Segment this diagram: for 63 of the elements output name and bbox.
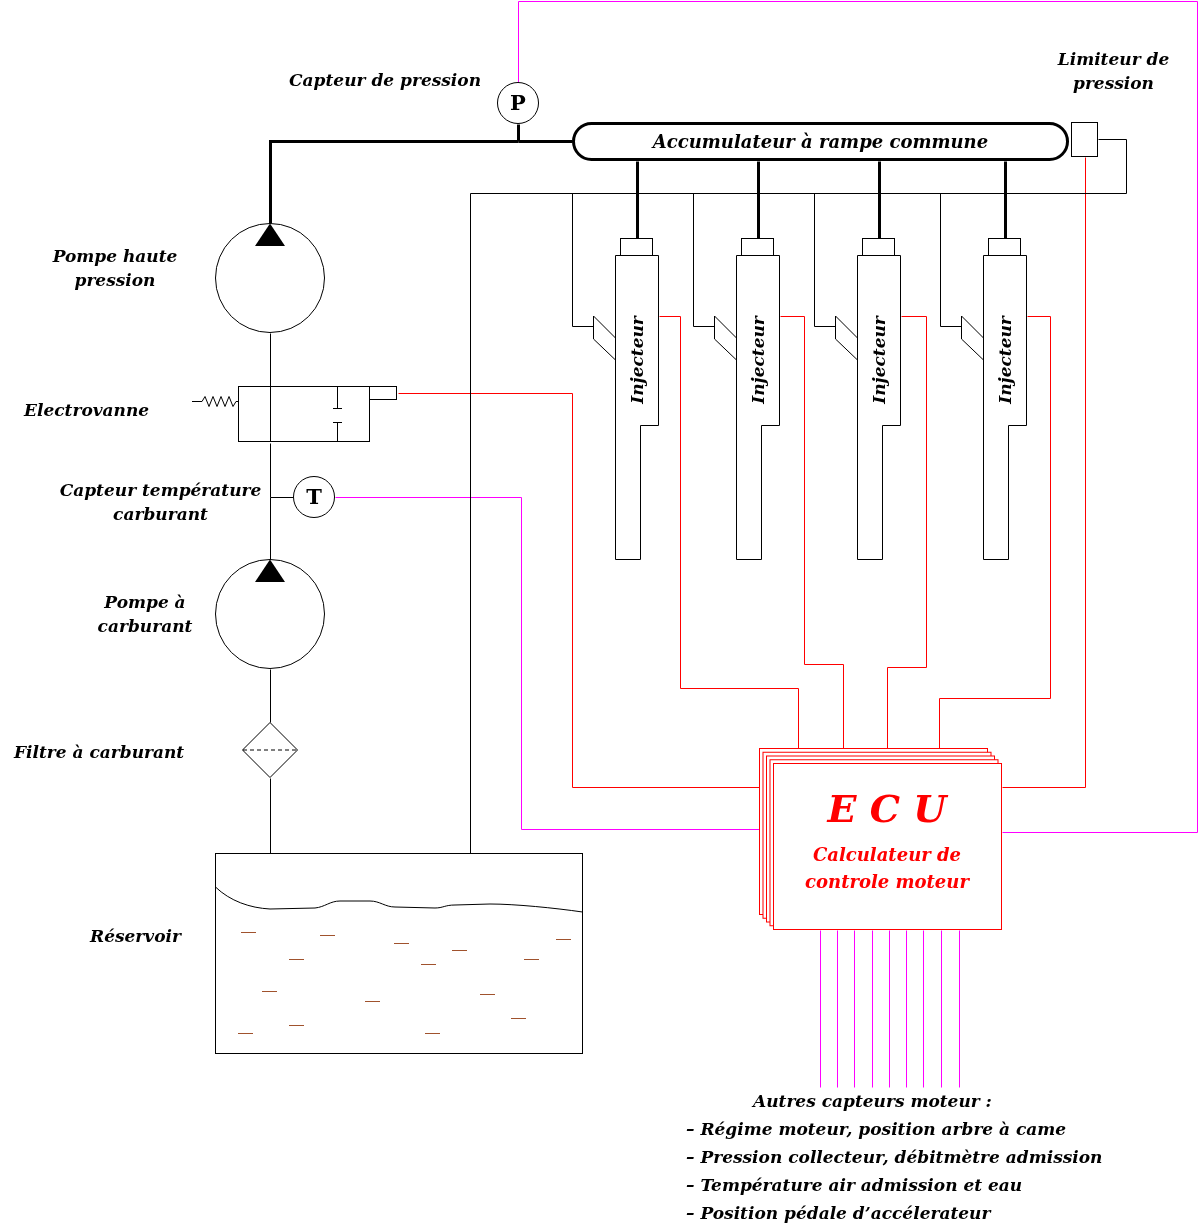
sensor-letter: T — [306, 486, 322, 508]
sensor-wire — [837, 930, 838, 1088]
sensor-wire — [820, 930, 821, 1088]
ecu-title: E C U — [827, 789, 947, 829]
limiter-label: Limiteur de pression — [1057, 48, 1170, 95]
high-pressure-line — [757, 161, 760, 239]
fuel-line — [270, 497, 271, 560]
fuel-line — [270, 333, 271, 387]
sensor-wire — [906, 930, 907, 1088]
sensor-wire — [959, 930, 960, 1088]
filter-label: Filtre à carburant — [14, 741, 186, 764]
control-wire — [780, 316, 844, 749]
sensor-label: Capteur de pression — [288, 69, 481, 92]
temperature-sensor-circle — [293, 476, 335, 518]
list-item: – Température air admission et eau — [686, 1174, 1023, 1197]
pump-label: Pompe haute pression — [52, 245, 178, 292]
control-wire — [939, 316, 1051, 749]
sensor-wire — [872, 930, 873, 1088]
fuel-line — [270, 669, 271, 723]
fuel-line — [270, 497, 294, 498]
injector-label: Injecteur — [869, 316, 889, 404]
control-wire — [398, 393, 760, 788]
pump-label: Pompe à carburant — [97, 591, 193, 638]
pump-symbol — [215, 559, 325, 669]
high-pressure-line — [1004, 161, 1007, 239]
sensor-wire — [941, 930, 942, 1088]
control-wire — [887, 316, 927, 749]
valve-label: Electrovanne — [24, 399, 151, 422]
control-wire — [1002, 157, 1086, 788]
filter-symbol — [242, 722, 298, 778]
sensor-wire — [854, 930, 855, 1088]
list-item: – Régime moteur, position arbre à came — [686, 1118, 1067, 1141]
solenoid-valve-symbol — [192, 386, 398, 443]
rail-label: Accumulateur à rampe commune — [652, 129, 989, 154]
fuel-tank-symbol — [215, 853, 583, 1054]
sensor-letter: P — [510, 92, 526, 114]
injector-label: Injecteur — [995, 316, 1015, 404]
list-item: – Position pédale d’accélerateur — [686, 1202, 991, 1223]
return-line — [940, 193, 962, 327]
common-rail-capsule — [572, 122, 1069, 161]
sensor-wire — [889, 930, 890, 1088]
sensor-wire — [335, 497, 760, 830]
pump-symbol — [215, 223, 325, 333]
fuel-line — [270, 443, 271, 498]
ecu-subtitle: Calculateur de controle moteur — [804, 843, 970, 894]
sensor-wire — [923, 930, 924, 1088]
list-heading: Autres capteurs moteur : — [753, 1090, 992, 1113]
list-item: – Pression collecteur, débitmètre admission — [686, 1146, 1103, 1169]
high-pressure-line — [878, 161, 881, 239]
return-line — [693, 193, 715, 327]
pressure-sensor-circle — [497, 82, 539, 124]
high-pressure-line — [636, 161, 639, 239]
injector-label: Injecteur — [748, 316, 768, 404]
high-pressure-line — [518, 140, 573, 143]
sensor-label: Capteur température carburant — [59, 479, 262, 526]
fuel-line — [270, 778, 271, 854]
sensor-wire — [518, 1, 1198, 833]
pressure-limiter-block — [1071, 122, 1098, 157]
injector-label: Injecteur — [627, 316, 647, 404]
return-line — [572, 193, 594, 327]
tank-label: Réservoir — [90, 925, 182, 948]
return-line — [814, 193, 836, 327]
control-wire — [659, 316, 799, 749]
